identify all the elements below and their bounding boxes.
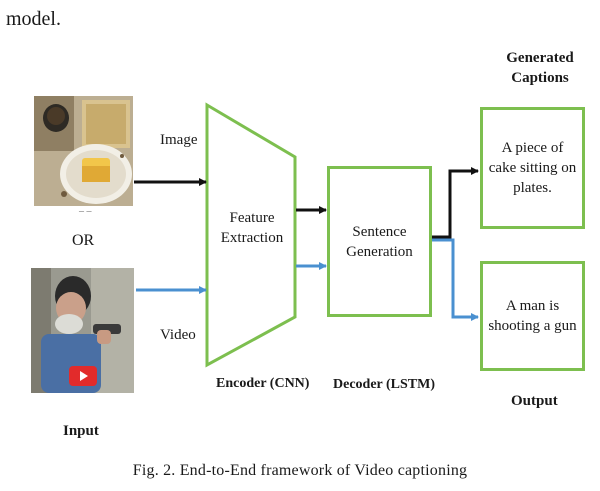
figure-caption: Fig. 2. End-to-End framework of Video ca…	[132, 462, 468, 479]
intro-text: model.	[6, 8, 61, 30]
decoder-to-output1-arrow	[432, 167, 479, 239]
encoder-caption: Encoder (CNN)	[216, 376, 310, 391]
output1-line1: A piece of	[501, 140, 564, 156]
decoder-box: Sentence Generation	[327, 166, 432, 317]
output-caption-box-2: A man is shooting a gun	[480, 261, 585, 371]
video-thumbnail	[31, 268, 134, 393]
decoder-to-output2-arrow	[432, 238, 479, 321]
input-label: Input	[63, 423, 99, 439]
generated-captions-line2: Captions	[511, 70, 569, 86]
cake-image-thumbnail	[34, 96, 133, 206]
generated-captions-header: Generated Captions	[490, 48, 590, 88]
decoder-caption: Decoder (LSTM)	[333, 377, 435, 392]
output2-line1: A man is	[505, 298, 560, 314]
encoder-text-line1: Feature	[229, 210, 275, 226]
image-tick-mark: – –	[79, 206, 92, 217]
output-label: Output	[511, 393, 558, 409]
decoder-text-line2: Generation	[346, 243, 413, 260]
encoder-text-line2: Extraction	[220, 230, 284, 246]
decoder-text-line1: Sentence	[352, 223, 407, 240]
or-label: OR	[72, 232, 95, 249]
encoder-text: Feature Extraction	[212, 208, 292, 248]
encoder-shape	[205, 102, 297, 368]
output1-line3: plates.	[513, 180, 552, 196]
output1-line2: cake sitting on	[488, 160, 577, 176]
generated-captions-line1: Generated	[506, 50, 574, 66]
image-label: Image	[160, 132, 198, 148]
play-icon[interactable]	[69, 366, 97, 386]
output2-line2: shooting a gun	[488, 318, 577, 334]
video-label: Video	[160, 327, 196, 343]
output-caption-box-1: A piece of cake sitting on plates.	[480, 107, 585, 229]
